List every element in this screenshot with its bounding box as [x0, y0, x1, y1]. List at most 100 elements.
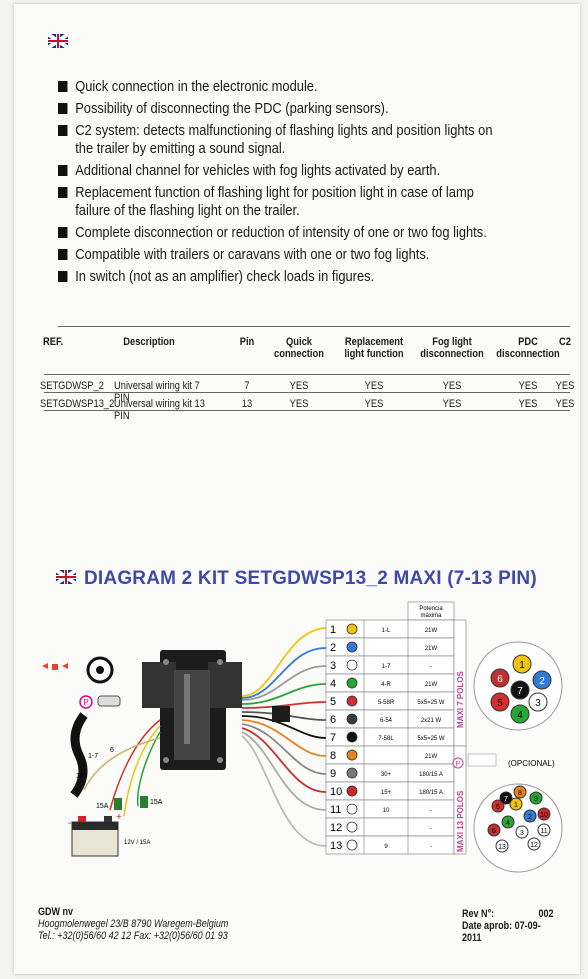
feature-list: Quick connection in the electronic modul… — [58, 78, 505, 290]
pin-power: - — [430, 844, 432, 850]
fuse-label: 15A — [150, 799, 163, 806]
socket-13pin: 8 9 10 11 12 13 1 2 3 4 5 6 7 — [473, 783, 563, 873]
rev-label: Rev N°: — [462, 908, 495, 920]
pin-power: 2x21 W — [421, 718, 442, 724]
pin-number: 1 — [330, 624, 336, 636]
bullet-icon — [58, 103, 68, 114]
pin-row — [325, 835, 455, 855]
pin-number: 13 — [330, 840, 342, 852]
bullet-icon — [58, 271, 68, 282]
pin-function: 1-L — [382, 628, 391, 634]
feature-item: Additional channel for vehicles with fog… — [58, 162, 505, 180]
svg-text:-: - — [68, 818, 71, 829]
feature-item: Complete disconnection or reduction of i… — [58, 224, 505, 242]
wiring-diagram: P — [42, 601, 563, 873]
svg-text:1: 1 — [519, 660, 525, 671]
svg-text:5: 5 — [496, 804, 500, 811]
pin-power: 180/15 A — [419, 790, 443, 796]
wire-junction — [272, 706, 290, 722]
pin-number: 6 — [330, 714, 336, 726]
svg-text:P: P — [456, 761, 461, 768]
fuse-label: 15A — [96, 803, 109, 810]
pin-number: 7 — [330, 732, 336, 744]
wire-label: 6 — [110, 747, 114, 754]
pin-power: 21W — [425, 646, 438, 652]
svg-text:5: 5 — [497, 698, 503, 709]
svg-text:Potencia: Potencia — [419, 606, 443, 612]
pin-number: 12 — [330, 822, 342, 834]
vehicle-connector-icon — [42, 656, 114, 684]
pin-number: 8 — [330, 750, 336, 762]
feature-item: In switch (not as an amplifier) check lo… — [58, 268, 505, 286]
pin-function: 9 — [384, 844, 388, 850]
table-top-rule — [58, 326, 570, 327]
date-label: Date aprob: — [462, 920, 513, 932]
svg-text:4: 4 — [506, 820, 510, 827]
svg-text:8: 8 — [518, 790, 522, 797]
svg-text:1: 1 — [514, 802, 518, 809]
wire-label: 1-7 — [88, 753, 98, 760]
diagram-title: DIAGRAM 2 KIT SETGDWSP13_2 MAXI (7-13 PI… — [84, 568, 537, 589]
col-description: Description — [123, 336, 175, 348]
bullet-icon — [58, 125, 68, 136]
svg-text:11: 11 — [540, 828, 547, 835]
pin-color-swatch — [346, 785, 358, 797]
svg-text:3: 3 — [535, 698, 541, 709]
pin-function: 7-58L — [378, 736, 394, 742]
pin-power: 180/15 A — [419, 772, 443, 778]
svg-text:12: 12 — [530, 842, 538, 849]
feature-item: Compatible with trailers or caravans wit… — [58, 246, 505, 264]
pin-power: 21W — [425, 682, 438, 688]
pin-color-swatch — [346, 623, 358, 635]
pin-color-swatch — [346, 767, 358, 779]
svg-text:7: 7 — [517, 686, 523, 697]
cable-loom — [70, 712, 88, 798]
svg-text:+: + — [116, 812, 122, 823]
wire-label: 10 — [76, 773, 84, 780]
pin-number: 4 — [330, 678, 336, 690]
feature-item: Quick connection in the electronic modul… — [58, 78, 505, 96]
feature-item: Replacement function of flashing light f… — [58, 184, 505, 220]
manual-page: Quick connection in the electronic modul… — [14, 4, 580, 974]
pin-power: 5x5=25 W — [417, 700, 445, 706]
svg-text:3: 3 — [520, 830, 524, 837]
pin-color-swatch — [346, 713, 358, 725]
feature-item: C2 system: detects malfunctioning of fla… — [58, 122, 505, 158]
table-row-rule — [44, 392, 570, 393]
pin-function: 4-R — [381, 682, 391, 688]
pin-function: 1-7 — [382, 664, 391, 670]
svg-text:máxima: máxima — [420, 613, 442, 619]
pin-number: 9 — [330, 768, 336, 780]
company-phone: Tel.: +32(0)56/60 42 12 Fax: +32(0)56/60… — [38, 930, 228, 942]
pin-color-swatch — [346, 641, 358, 653]
pin-row — [325, 817, 455, 837]
company-name: GDW nv — [38, 906, 74, 918]
pin-power: 5x5=25 W — [417, 736, 445, 742]
pin-color-swatch — [346, 695, 358, 707]
control-module — [142, 650, 242, 770]
pin-power: - — [430, 664, 432, 670]
battery-label: 12V / 15A — [124, 840, 150, 846]
pin-power: - — [430, 826, 432, 832]
col-ref: REF. — [43, 336, 64, 348]
uk-flag-icon — [48, 34, 68, 48]
pin-color-swatch — [346, 731, 358, 743]
power-wires — [83, 719, 161, 817]
svg-text:P: P — [83, 698, 88, 707]
svg-text:2: 2 — [528, 814, 532, 821]
bullet-icon — [58, 187, 68, 198]
col-quick: Quick connection — [274, 336, 324, 360]
uk-flag-icon — [56, 570, 76, 584]
wire-bundle — [241, 627, 327, 847]
col-fog: Fog light disconnection — [420, 336, 484, 360]
bullet-icon — [58, 249, 68, 260]
svg-text:10: 10 — [540, 812, 548, 819]
pin-function: 6-54 — [380, 718, 393, 724]
pin-power: 21W — [425, 754, 438, 760]
pin-number: 5 — [330, 696, 336, 708]
pin-number: 11 — [330, 804, 341, 816]
bullet-icon — [58, 165, 68, 176]
pin-function: 5-58R — [378, 700, 395, 706]
company-block: GDW nv Hoogmolenwegel 23/B 8790 Waregem-… — [38, 906, 228, 942]
